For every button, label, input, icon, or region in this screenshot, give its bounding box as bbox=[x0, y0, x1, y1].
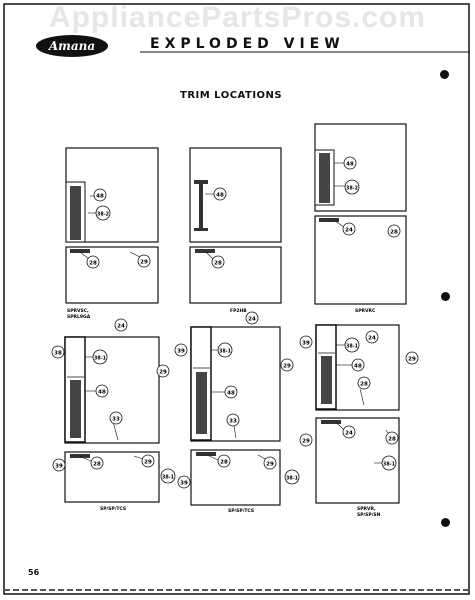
callout-38-1: 38-1 bbox=[162, 475, 174, 481]
model-label: SPRL9GA bbox=[67, 314, 91, 320]
callout-38: 38 bbox=[54, 351, 62, 357]
trim-strip bbox=[321, 356, 332, 404]
watermark-text: AppliancePartsPros.com bbox=[48, 1, 427, 34]
unit-bottom-right: 39 38-1 24 29 48 28 29 24 28 38-1 SPRVR,… bbox=[299, 324, 419, 518]
callout-38-1: 38-1 bbox=[286, 476, 298, 482]
callout-48: 48 bbox=[98, 390, 106, 396]
callout-29: 29 bbox=[283, 364, 291, 370]
callout-33: 33 bbox=[112, 417, 120, 423]
binder-hole-middle bbox=[441, 292, 450, 301]
model-label: SP/SP/SN bbox=[357, 512, 381, 518]
model-label: FP2HB bbox=[230, 308, 247, 314]
callout-29: 29 bbox=[140, 260, 148, 266]
callout-39: 39 bbox=[55, 464, 63, 470]
callout-48: 48 bbox=[346, 162, 354, 168]
trim-bar bbox=[319, 218, 339, 222]
unit-bottom-middle: 24 39 38-1 29 48 33 28 29 39 38-1 SP/SP/… bbox=[174, 311, 300, 514]
callout-38-1: 38-1 bbox=[94, 356, 106, 362]
fresh-food-door bbox=[189, 246, 282, 304]
trim-bar bbox=[196, 452, 216, 456]
callout-29: 29 bbox=[408, 357, 416, 363]
trim-strip bbox=[70, 186, 81, 240]
callout-48: 48 bbox=[354, 364, 362, 370]
freezer-door bbox=[189, 147, 282, 243]
callout-24: 24 bbox=[117, 324, 125, 330]
binder-hole-bottom bbox=[441, 518, 450, 527]
trim-bar bbox=[70, 454, 90, 458]
callout-38-1: 38-1 bbox=[383, 462, 395, 468]
callout-38-1: 38-1 bbox=[346, 344, 358, 350]
callout-48: 48 bbox=[96, 194, 104, 200]
callout-39: 39 bbox=[302, 341, 310, 347]
model-label: SPRVRC bbox=[355, 308, 376, 314]
callout-28: 28 bbox=[360, 382, 368, 388]
callout-38-1: 38-1 bbox=[219, 349, 231, 355]
section-subtitle: TRIM LOCATIONS bbox=[180, 90, 283, 101]
trim-strip bbox=[319, 153, 330, 203]
callout-28: 28 bbox=[214, 261, 222, 267]
unit-top-right: 48 38-2 24 28 SPRVRC bbox=[314, 123, 407, 314]
page-number: 56 bbox=[28, 568, 40, 577]
callout-48: 48 bbox=[216, 193, 224, 199]
brand-logo: Amana bbox=[36, 35, 108, 57]
trim-strip bbox=[196, 372, 207, 434]
callout-29: 29 bbox=[144, 460, 152, 466]
trim-bar bbox=[194, 180, 208, 184]
callout-38-2: 38-2 bbox=[346, 186, 358, 192]
page-border bbox=[3, 3, 470, 595]
trim-strip bbox=[199, 184, 203, 230]
callout-28: 28 bbox=[390, 230, 398, 236]
callout-29: 29 bbox=[266, 462, 274, 468]
model-label: SP/SP/TCS bbox=[228, 508, 254, 514]
model-label: SPRVR, bbox=[357, 506, 376, 512]
callout-24: 24 bbox=[345, 431, 353, 437]
trim-strip bbox=[70, 380, 81, 438]
callout-28: 28 bbox=[220, 460, 228, 466]
callout-24: 24 bbox=[368, 336, 376, 342]
callout-24: 24 bbox=[345, 228, 353, 234]
callout-48: 48 bbox=[227, 391, 235, 397]
trim-bar bbox=[70, 249, 90, 253]
unit-top-left: 48 38-2 28 29 SPRVSC, SPRL9GA bbox=[65, 147, 159, 320]
callout-24: 24 bbox=[248, 317, 256, 323]
callout-29: 29 bbox=[159, 370, 167, 376]
model-label: SP/SP/TCS bbox=[100, 506, 126, 512]
callout-39: 39 bbox=[177, 349, 185, 355]
unit-bottom-left: 24 38 38-1 29 48 33 39 28 29 38-1 SP/SP/… bbox=[51, 318, 176, 512]
callout-28: 28 bbox=[93, 462, 101, 468]
unit-top-middle: 48 28 FP2HB bbox=[189, 147, 282, 314]
fresh-food-door bbox=[65, 246, 159, 304]
callout-28: 28 bbox=[89, 261, 97, 267]
callout-38-2: 38-2 bbox=[97, 212, 109, 218]
callout-39: 39 bbox=[180, 481, 188, 487]
trim-bar bbox=[321, 420, 341, 424]
model-label: SPRVSC, bbox=[67, 308, 89, 314]
callout-33: 33 bbox=[229, 419, 237, 425]
trim-bar bbox=[195, 249, 215, 253]
callout-29: 29 bbox=[302, 439, 310, 445]
callout-28: 28 bbox=[388, 437, 396, 443]
page-title: EXPLODED VIEW bbox=[150, 36, 345, 52]
binder-hole-top bbox=[440, 70, 449, 79]
